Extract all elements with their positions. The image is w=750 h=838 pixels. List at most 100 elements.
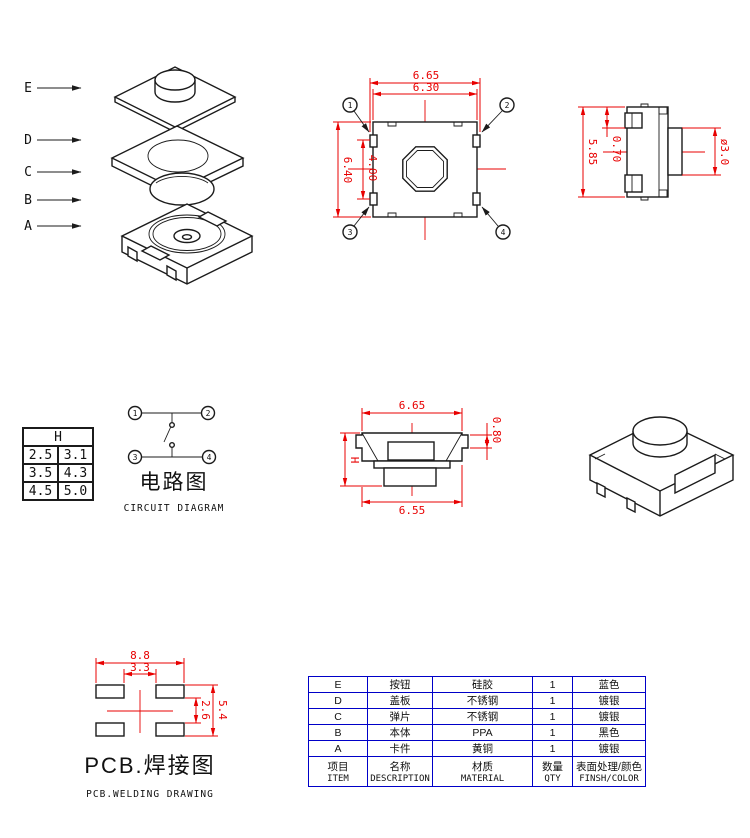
iso-foot-1 xyxy=(596,481,606,499)
footer-desc: 名称 DESCRIPTION xyxy=(367,756,433,787)
exploded-part-dome xyxy=(149,172,215,206)
table-row: C 弹片 不锈钢 1 镀银 xyxy=(308,708,646,725)
top-view-terminal-callouts: 1 2 3 4 xyxy=(342,97,515,240)
part-label-b: B xyxy=(24,193,32,208)
cell-item: A xyxy=(308,740,368,757)
exploded-part-pointers: E D C B A xyxy=(24,81,82,234)
pcb-title-en: PCB.WELDING DRAWING xyxy=(86,789,214,800)
cell-desc: 盖板 xyxy=(367,692,433,709)
cell-finish: 镀银 xyxy=(572,740,646,757)
h-table-cell: 3.5 xyxy=(22,463,59,483)
footer-item: 项目 ITEM xyxy=(308,756,368,787)
h-table-cell: 4.3 xyxy=(57,463,94,483)
exploded-view: E D C B A xyxy=(24,66,254,285)
pcb-welding-view: 8.8 3.3 2.6 5.4 PCB.焊接图 PCB.WELDING DRAW… xyxy=(84,649,229,800)
cell-qty: 1 xyxy=(532,740,573,757)
exploded-part-base xyxy=(120,203,254,285)
dim-side-stem: ø3.0 xyxy=(718,139,731,166)
circuit-diagram: 1 2 3 4 电路图 CIRCUIT DIAGRAM xyxy=(124,405,223,514)
dim-top-width-inner: 6.30 xyxy=(413,81,440,94)
h-table-header: H xyxy=(22,427,94,447)
terminal-circle-3 xyxy=(342,224,358,240)
circuit-terminal-1 xyxy=(127,405,143,421)
dim-pcb-outer-width: 8.8 xyxy=(130,649,150,662)
dim-front-height: H xyxy=(348,457,361,464)
dim-side-lead: 0.70 xyxy=(610,136,623,163)
dim-top-height-outer: 6.40 xyxy=(341,157,354,184)
dim-top-width-outer: 6.65 xyxy=(413,69,440,82)
table-footer-row: 项目 ITEM 名称 DESCRIPTION 材质 MATERIAL 数量 QT… xyxy=(308,756,646,787)
terminal-circle-1 xyxy=(342,97,358,113)
footer-mat: 材质 MATERIAL xyxy=(432,756,533,787)
terminal-number-4: 4 xyxy=(501,228,506,237)
h-table-cell: 5.0 xyxy=(57,481,94,501)
table-row: A 卡件 黄铜 1 镀银 xyxy=(308,740,646,757)
cell-desc: 弹片 xyxy=(367,708,433,725)
dim-pcb-outer-height: 5.4 xyxy=(216,700,229,720)
cell-finish: 蓝色 xyxy=(572,676,646,693)
cell-mat: 黄铜 xyxy=(432,740,533,757)
h-table-cell: 3.1 xyxy=(57,445,94,465)
front-view: 6.65 0.80 H 6.55 xyxy=(340,399,503,517)
iso-foot-2 xyxy=(626,496,636,514)
circuit-terminal-number-3: 3 xyxy=(133,453,138,462)
dim-front-width-top: 6.65 xyxy=(399,399,426,412)
front-view-dimensions: 6.65 0.80 H 6.55 xyxy=(340,399,503,517)
pcb-pad-bl xyxy=(95,722,125,737)
dim-pcb-inner-width: 3.3 xyxy=(130,661,150,674)
top-view-body xyxy=(369,121,481,218)
parts-table: E 按钮 硅胶 1 蓝色 D 盖板 不锈钢 1 镀银 C 弹片 不锈钢 1 镀银… xyxy=(308,676,646,787)
footer-finish-en: FINSH/COLOR xyxy=(579,774,639,784)
side-view-dimensions: 5.85 0.70 ø3.0 xyxy=(578,106,731,198)
terminal-number-3: 3 xyxy=(348,228,353,237)
circuit-terminal-number-1: 1 xyxy=(133,409,138,418)
circuit-terminal-4 xyxy=(201,449,217,465)
part-label-d: D xyxy=(24,133,32,148)
cell-qty: 1 xyxy=(532,708,573,725)
pcb-pad-br xyxy=(155,722,185,737)
footer-item-en: ITEM xyxy=(327,774,349,784)
exploded-part-cover xyxy=(113,66,237,133)
circuit-terminal-3 xyxy=(127,449,143,465)
part-label-e: E xyxy=(24,81,32,96)
cell-item: E xyxy=(308,676,368,693)
terminal-circle-4 xyxy=(495,224,511,240)
front-view-body xyxy=(355,432,469,487)
cell-qty: 1 xyxy=(532,676,573,693)
cell-finish: 镀银 xyxy=(572,708,646,725)
pcb-pad-tl xyxy=(95,684,125,699)
cell-item: B xyxy=(308,724,368,741)
side-view-body xyxy=(624,103,683,201)
terminal-circle-2 xyxy=(499,97,515,113)
cell-mat: 不锈钢 xyxy=(432,708,533,725)
dim-side-height: 5.85 xyxy=(586,139,599,166)
table-row: B 本体 PPA 1 黑色 xyxy=(308,724,646,741)
footer-mat-zh: 材质 xyxy=(472,761,493,773)
cell-item: D xyxy=(308,692,368,709)
terminal-number-1: 1 xyxy=(348,101,353,110)
footer-finish: 表面处理/颜色 FINSH/COLOR xyxy=(572,756,646,787)
part-label-c: C xyxy=(24,165,32,180)
footer-finish-zh: 表面处理/颜色 xyxy=(576,761,642,773)
cell-mat: 硅胶 xyxy=(432,676,533,693)
table-row: D 盖板 不锈钢 1 镀银 xyxy=(308,692,646,709)
cell-qty: 1 xyxy=(532,724,573,741)
pcb-dimensions: 8.8 3.3 2.6 5.4 xyxy=(95,649,229,737)
terminal-number-2: 2 xyxy=(505,101,510,110)
footer-mat-en: MATERIAL xyxy=(460,774,505,784)
cell-desc: 本体 xyxy=(367,724,433,741)
circuit-symbol: 1 2 3 4 xyxy=(127,405,217,465)
exploded-clip-2 xyxy=(166,264,177,282)
dim-front-width-bottom: 6.55 xyxy=(399,504,426,517)
circuit-terminal-2 xyxy=(200,405,216,421)
footer-item-zh: 项目 xyxy=(327,761,349,773)
footer-qty: 数量 QTY xyxy=(532,756,573,787)
h-table-cell: 4.5 xyxy=(22,481,59,501)
cell-mat: PPA xyxy=(432,724,533,741)
cell-item: C xyxy=(308,708,368,725)
iso-view xyxy=(588,416,735,517)
circuit-title-zh: 电路图 xyxy=(140,471,209,494)
dim-front-flange: 0.80 xyxy=(490,417,503,444)
cell-qty: 1 xyxy=(532,692,573,709)
